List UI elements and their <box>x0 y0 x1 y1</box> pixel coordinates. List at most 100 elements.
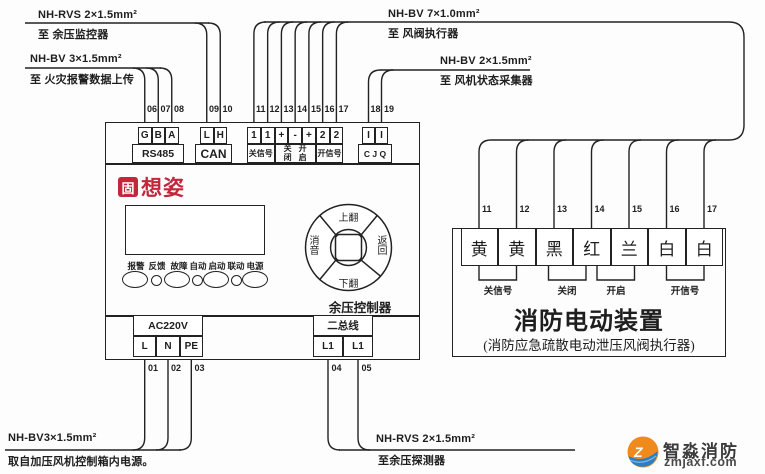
nav-center-button[interactable] <box>334 233 363 262</box>
indicator-label-feedback: 反馈 <box>148 261 166 271</box>
nav-left-button[interactable] <box>304 214 337 281</box>
drop-15 <box>628 139 642 228</box>
label-open: 开启 <box>298 144 307 162</box>
wire-10 <box>208 22 221 122</box>
indicator-label-power: 电源 <box>246 261 264 271</box>
indicator-label-start: 启动 <box>208 261 226 271</box>
group-label-close-signal: 关信号 <box>247 144 275 163</box>
feedback-lamp[interactable] <box>150 274 162 286</box>
indicator-label-fault: 故障 <box>170 261 188 271</box>
wire-19 <box>380 69 394 122</box>
cable-spec: NH-BV 2×1.5mm² <box>440 55 532 67</box>
group-label-rs485: RS485 <box>132 144 184 163</box>
terminal-number: 02 <box>171 363 182 373</box>
terminal-cell-l1: L1 <box>343 336 373 357</box>
nav-mute-label: 消音 <box>309 236 320 257</box>
label-close: 关闭 <box>283 144 292 162</box>
signal-group-open-signal: 开信号 <box>670 286 700 297</box>
terminal-cell-I: I <box>375 127 388 144</box>
terminal-cell-L: L <box>200 127 214 144</box>
alarm-lamp[interactable] <box>122 271 148 288</box>
terminal-number: 13 <box>283 104 294 114</box>
watermark-brand: 智淼消防 <box>663 442 739 461</box>
device-subtitle: (消防应急疏散电动泄压风阀执行器) <box>483 338 695 353</box>
device-title: 消防电动装置 <box>514 308 664 335</box>
wire-05 <box>357 360 371 451</box>
terminal-number: 14 <box>297 104 308 114</box>
auto-lamp[interactable] <box>191 274 203 286</box>
start-lamp[interactable] <box>203 271 229 288</box>
terminal-cell-plus: + <box>302 127 316 144</box>
cable-spec: NH-BV3×1.5mm² <box>8 432 97 444</box>
cable-dest: 至 余压监控器 <box>38 29 109 41</box>
terminal-cell-n: N <box>156 336 180 357</box>
wire-color-cell: 黄 <box>460 228 498 266</box>
terminal-number: 18 <box>370 104 381 114</box>
strip-divider-top <box>105 163 420 165</box>
wire-09 <box>194 22 208 122</box>
wire-06 <box>132 67 146 122</box>
drop-16 <box>665 139 679 228</box>
device-terminal-number: 13 <box>557 204 568 214</box>
bracket-open <box>596 266 636 281</box>
drop-14 <box>590 139 604 228</box>
wire-color-cell: 兰 <box>610 228 648 266</box>
terminal-number: 04 <box>331 363 342 373</box>
nav-pad <box>304 203 393 292</box>
terminal-cell-I: I <box>362 127 375 144</box>
group-label-bus: 二总线 <box>313 315 373 336</box>
terminal-cell-1: 1 <box>260 127 275 144</box>
indicator-label-alarm: 报警 <box>127 261 145 271</box>
terminal-cell-l: L <box>133 336 157 357</box>
group-label-close-open: 关闭 开启 <box>274 144 316 163</box>
terminal-number: 10 <box>222 104 233 114</box>
cable-dest: 至 火灾报警数据上传 <box>30 74 135 86</box>
terminal-number: 07 <box>160 104 171 114</box>
cable-dest: 至 风阀执行器 <box>388 28 459 40</box>
wire-04 <box>327 360 341 451</box>
brand-logo-mark: 固 <box>118 177 138 197</box>
wire-color-cell: 黄 <box>498 228 536 266</box>
wire-02 <box>155 360 169 451</box>
signal-group-close-signal: 关信号 <box>483 286 513 297</box>
linkage-lamp[interactable] <box>230 274 242 286</box>
drop-13 <box>553 139 567 228</box>
bracket-close-signal <box>478 266 518 281</box>
wire-07 <box>146 67 159 122</box>
terminal-number: 11 <box>256 104 266 114</box>
terminal-cell-2: 2 <box>329 127 344 144</box>
cable-dest: 至余压探测器 <box>378 455 446 467</box>
signal-group-close: 关闭 <box>557 286 577 297</box>
cable-spec: NH-BV 7×1.0mm² <box>388 8 480 20</box>
terminal-cell-minus: - <box>288 127 302 144</box>
wire-color-cell: 黑 <box>535 228 573 266</box>
strip-divider-bottom <box>105 315 420 317</box>
device-terminal-number: 11 <box>482 204 492 214</box>
power-lamp[interactable] <box>242 271 268 288</box>
controller-outline <box>105 122 420 360</box>
wire-18 <box>367 69 381 122</box>
terminal-number: 12 <box>269 104 280 114</box>
watermark-logo-letter: Z <box>633 444 643 460</box>
lcd-display <box>125 205 265 255</box>
device-terminal-number: 16 <box>669 204 680 214</box>
terminal-cell-pe: PE <box>179 336 203 357</box>
group-label-ac220v: AC220V <box>133 315 203 336</box>
fault-lamp[interactable] <box>164 271 190 288</box>
terminal-cell-l1: L1 <box>313 336 343 357</box>
terminal-number: 15 <box>311 104 322 114</box>
group-label-open-signal: 开信号 <box>315 144 344 163</box>
indicator-label-auto: 自动 <box>189 261 207 271</box>
brand-logo-text: 想姿 <box>141 177 185 200</box>
terminal-number: 06 <box>147 104 158 114</box>
bundle-main <box>264 21 745 228</box>
terminal-number: 16 <box>324 104 335 114</box>
terminal-cell-G: G <box>138 127 152 144</box>
bracket-open-signal <box>665 266 705 281</box>
terminal-cell-A: A <box>165 127 179 144</box>
watermark-site[interactable]: zmjaxf.com <box>664 455 738 469</box>
terminal-number: 08 <box>174 104 185 114</box>
terminal-cell-plus: + <box>274 127 289 144</box>
terminal-number: 09 <box>209 104 220 114</box>
bracket-close <box>547 266 587 281</box>
